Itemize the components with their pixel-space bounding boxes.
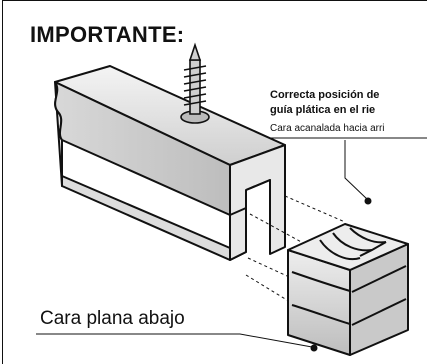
groove-face-label: Cara acanalada hacia arri xyxy=(270,123,385,134)
position-callout-line2: guía plática en el rie xyxy=(270,104,376,116)
position-callout: Correcta posición de guía plática en el … xyxy=(270,88,379,118)
metal-rail xyxy=(54,65,286,261)
flat-face-label: Cara plana abajo xyxy=(40,308,185,329)
position-callout-line1: Correcta posición de xyxy=(270,89,380,101)
plastic-guide xyxy=(287,223,409,356)
callout-leaders xyxy=(36,140,372,352)
alignment-guides xyxy=(245,195,346,309)
page-title: IMPORTANTE: xyxy=(30,22,185,47)
screw-icon xyxy=(180,42,210,124)
